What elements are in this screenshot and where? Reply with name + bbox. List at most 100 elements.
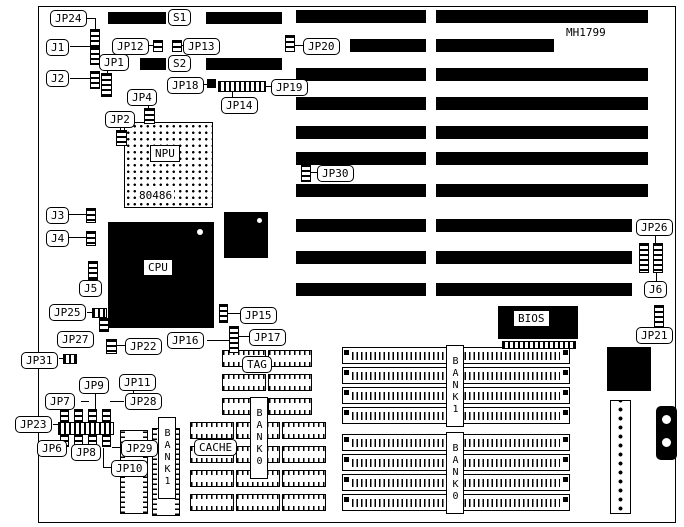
callout-j1: J1: [46, 39, 70, 56]
isa-slot-segment: [296, 283, 426, 296]
callout-j3: J3: [46, 207, 70, 224]
callout-jp23: JP23: [15, 416, 52, 433]
jp12-pins: [153, 40, 163, 52]
bank1-right-label: BANK1: [446, 345, 464, 427]
leader-line: [226, 313, 240, 314]
keyboard-connector-hole: [662, 438, 671, 447]
isa-slot-segment: [436, 10, 648, 23]
callout-jp26: JP26: [636, 219, 673, 236]
jumper-cluster-pins: [102, 409, 111, 423]
callout-jp8: JP8: [71, 444, 101, 461]
jumper-cluster-pins: [60, 409, 69, 423]
leader-line: [237, 336, 249, 337]
callout-jp10: JP10: [111, 460, 148, 477]
callout-jp17: JP17: [249, 329, 286, 346]
callout-j4: J4: [46, 230, 70, 247]
callout-j5: J5: [79, 280, 103, 297]
callout-jp6: JP6: [37, 440, 67, 457]
j2-pins: [90, 71, 100, 89]
leader-line: [86, 18, 96, 19]
jp2-pins: [116, 130, 127, 146]
leader-line: [95, 393, 96, 409]
dip-chip: [268, 350, 312, 367]
j3-pins: [86, 208, 96, 223]
j4-pins: [86, 231, 96, 246]
isa-slot-segment: [436, 39, 554, 52]
dip-chip: [190, 422, 234, 439]
leader-line: [120, 127, 121, 131]
dip-chip: [282, 470, 326, 487]
jp20-pins: [285, 35, 295, 52]
callout-s2: S2: [168, 55, 192, 72]
leader-line: [110, 401, 124, 402]
leader-line: [148, 45, 153, 46]
dip-chip: [282, 494, 326, 511]
isa-slot-segment: [296, 152, 426, 165]
callout-jp24: JP24: [50, 10, 87, 27]
dip-chip: [268, 374, 312, 391]
jp1-pins: [101, 73, 112, 97]
j6-pins: [653, 243, 663, 273]
bank0-left-label: BANK0: [250, 397, 268, 479]
dip-chip: [236, 494, 280, 511]
leader-line: [207, 340, 229, 341]
isa-slot-segment: [296, 219, 426, 232]
jumper-cluster-pins: [88, 409, 97, 423]
isa-slot-segment: [436, 283, 632, 296]
isa-slot-segment: [436, 68, 648, 81]
leader-line: [656, 271, 657, 281]
leader-line: [293, 45, 303, 46]
isa-slot-segment: [296, 10, 426, 23]
s1-connector-bar: [206, 12, 282, 24]
callout-jp21: JP21: [636, 327, 673, 344]
leader-line: [81, 401, 89, 402]
leader-line: [112, 447, 121, 448]
isa-slot-segment: [296, 68, 426, 81]
motherboard-outline: [38, 6, 676, 523]
bios-label: BIOS: [513, 310, 550, 327]
keyboard-connector-hole: [662, 415, 671, 424]
callout-jp9: JP9: [79, 377, 109, 394]
jp24-pins: [90, 29, 100, 47]
jp25-pins: [92, 308, 107, 318]
leader-line: [59, 358, 63, 359]
callout-jp1: JP1: [99, 54, 129, 71]
isa-slot-segment: [296, 184, 426, 197]
jp26-pins: [639, 243, 649, 273]
bank1-left-label: BANK1: [158, 417, 176, 499]
jp4-pins: [144, 108, 155, 124]
dip-chip: [222, 374, 266, 391]
callout-tag: TAG: [242, 356, 272, 373]
dip-chip: [190, 494, 234, 511]
isa-slot-segment: [436, 219, 632, 232]
jp19-pins: [218, 81, 266, 92]
callout-jp19: JP19: [271, 79, 308, 96]
jumper-cluster-pins: [58, 422, 114, 435]
controller-pin1-dot: [257, 218, 262, 223]
leader-line: [116, 345, 125, 346]
leader-line: [70, 78, 90, 79]
edge-pin-connector: [610, 400, 631, 514]
callout-jp31: JP31: [21, 352, 58, 369]
leader-line: [70, 46, 90, 47]
leader-line: [655, 234, 656, 243]
leader-line: [53, 424, 58, 425]
board-model-text: MH1799: [566, 26, 606, 39]
s2-connector-bar: [140, 58, 166, 70]
callout-jp18: JP18: [167, 77, 204, 94]
callout-jp13: JP13: [183, 38, 220, 55]
callout-jp28: JP28: [125, 393, 162, 410]
jp31-pins: [63, 354, 77, 364]
jp21-pins: [654, 305, 664, 328]
isa-slot-segment: [436, 152, 648, 165]
cpu-label: CPU: [143, 259, 173, 276]
dip-chip: [282, 422, 326, 439]
isa-slot-segment: [296, 251, 426, 264]
callout-jp2: JP2: [105, 111, 135, 128]
callout-jp15: JP15: [240, 307, 277, 324]
isa-slot-segment: [296, 126, 426, 139]
leader-line: [103, 448, 104, 467]
jp18-pins: [207, 79, 216, 88]
bios-socket-pins: [502, 341, 576, 349]
